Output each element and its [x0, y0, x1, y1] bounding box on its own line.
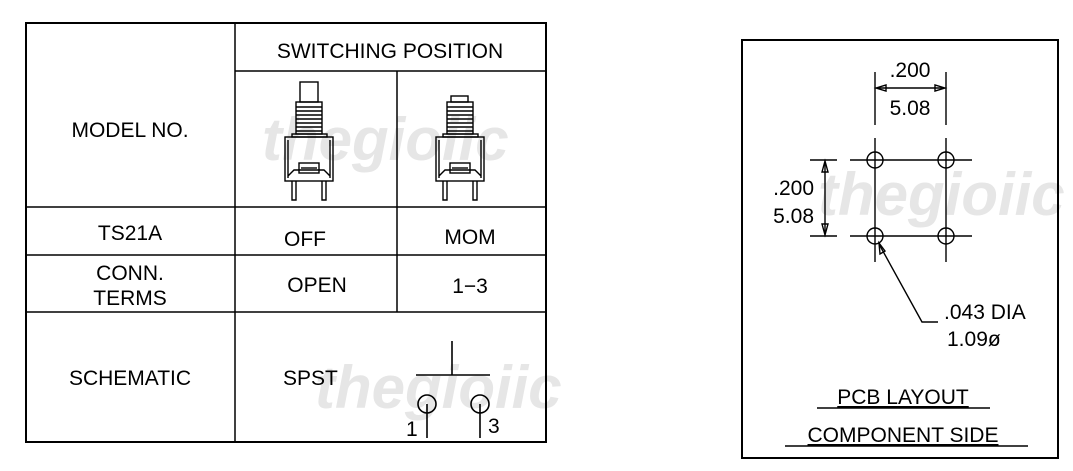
model-value: TS21A: [98, 222, 162, 245]
position-off: OFF: [284, 228, 326, 251]
conn-mom-value: 1−3: [452, 275, 488, 298]
switch-spec-table: [25, 22, 547, 443]
pcb-layout-frame: [741, 39, 1059, 459]
hole-diameter-mm: 1.09ø: [947, 328, 1001, 351]
spst-schematic: [416, 341, 490, 438]
schematic-type: SPST: [283, 367, 338, 390]
pcb-footprint: [810, 72, 972, 323]
horiz-dim-mm: 5.08: [890, 97, 931, 120]
switching-position-header: SWITCHING POSITION: [277, 40, 503, 63]
conn-terms-label: TERMS: [93, 287, 167, 310]
vert-dim-mm: 5.08: [773, 205, 814, 228]
watermark: thegioiic: [818, 161, 1065, 228]
switch-off-drawing: [284, 81, 334, 201]
pad-hole: [866, 151, 884, 169]
pad-hole: [937, 227, 955, 245]
pad-hole: [937, 151, 955, 169]
vert-dim-inch: .200: [773, 177, 814, 200]
component-side-title: COMPONENT SIDE: [808, 424, 999, 447]
watermark: thegioiic: [262, 106, 509, 173]
model-no-label: MODEL NO.: [71, 119, 188, 142]
watermark: thegioiic: [315, 354, 562, 421]
switch-mom-drawing: [435, 95, 485, 201]
position-mom: MOM: [444, 226, 495, 249]
pin-3-label: 3: [488, 415, 500, 438]
conn-off-value: OPEN: [287, 274, 347, 297]
hole-diameter-inch: .043 DIA: [944, 301, 1026, 324]
pin-1-label: 1: [406, 418, 418, 441]
conn-terms-label: CONN.: [96, 262, 164, 285]
horiz-dim-inch: .200: [890, 59, 931, 82]
pad-hole: [866, 227, 884, 245]
schematic-label: SCHEMATIC: [69, 367, 191, 390]
pcb-layout-title: PCB LAYOUT: [837, 386, 969, 409]
